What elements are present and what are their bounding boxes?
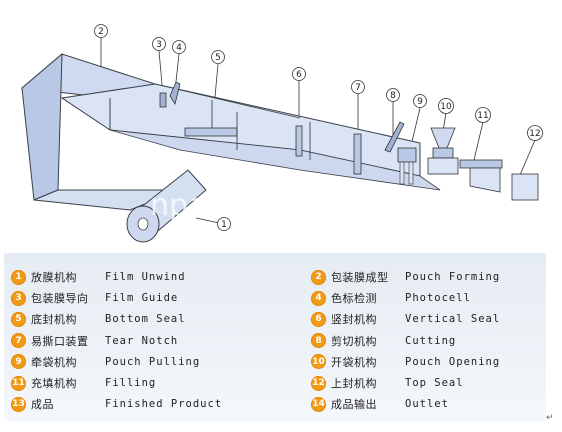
- number-badge: 3: [11, 290, 26, 306]
- film-roll: [126, 169, 207, 243]
- callout-3: 3: [152, 37, 166, 51]
- legend-cn-label: 包装膜成型: [331, 271, 389, 284]
- legend-item-12: 12 上封机构 Top Seal: [311, 374, 464, 392]
- top-seal: [459, 159, 503, 169]
- legend-item-6: 6 竖封机构 Vertical Seal: [311, 310, 500, 328]
- callout-number: 2: [98, 27, 104, 37]
- legend-en-label: Photocell: [405, 292, 471, 305]
- legend-item-4: 4 色标检测 Photocell: [311, 289, 471, 307]
- photocell: [169, 81, 181, 106]
- callout-number: 7: [355, 83, 361, 93]
- legend-cn-label: 易撕口装置: [31, 334, 89, 348]
- callout-11: 11: [475, 107, 491, 123]
- legend-cn-label: 成品输出: [331, 398, 377, 412]
- legend-en-label: Outlet: [405, 398, 449, 411]
- legend-cn-label: 包装膜导向: [31, 292, 89, 306]
- number-badge: 12: [311, 375, 326, 391]
- vertical-seal: [295, 125, 303, 157]
- callout-4: 4: [172, 40, 186, 54]
- number-badge: 9: [11, 354, 26, 370]
- legend-item-10: 10 开袋机构 Pouch Opening: [311, 353, 500, 371]
- callout-2: 2: [94, 24, 108, 38]
- legend-item-13: 13 成品 Finished Product: [11, 395, 222, 413]
- watermark: npack.en.alibaba.com: [150, 188, 480, 223]
- legend-en-label: Finished Product: [105, 398, 223, 411]
- legend-cn-label: 充填机构: [31, 377, 77, 390]
- callout-8: 8: [386, 88, 400, 102]
- number-badge: 10: [311, 354, 326, 370]
- legend-en-label: Tear Notch: [105, 334, 179, 347]
- legend-cn-label: 成品: [31, 398, 54, 412]
- number-badge: 7: [11, 333, 26, 349]
- callout-number: 8: [390, 91, 396, 101]
- number-badge: 13: [11, 396, 26, 412]
- pouch-pulling: [397, 147, 417, 163]
- legend-en-label: Cutting: [405, 334, 457, 347]
- legend-item-5: 5 底封机构 Bottom Seal: [11, 310, 186, 328]
- tear-notch: [353, 133, 362, 175]
- legend-cn-label: 开袋机构: [331, 355, 377, 369]
- callout-12: 12: [527, 125, 543, 141]
- legend-item-7: 7 易撕口装置 Tear Notch: [11, 332, 178, 350]
- callout-number: 10: [440, 102, 452, 112]
- number-badge: 4: [311, 290, 326, 306]
- film-guide: [159, 92, 167, 108]
- legend-cn-label: 底封机构: [31, 313, 77, 327]
- legend-cn-label: 放膜机构: [31, 271, 77, 284]
- filling-hopper: [430, 127, 456, 149]
- legend-en-label: Film Guide: [105, 292, 179, 305]
- legend-cn-label: 牵袋机构: [31, 355, 77, 369]
- callout-6: 6: [292, 67, 306, 81]
- cutting-blade: [384, 121, 405, 153]
- legend-en-label: Pouch Forming: [405, 271, 501, 283]
- legend-en-label: Filling: [105, 377, 157, 389]
- legend-cn-label: 上封机构: [331, 377, 377, 390]
- legend-cn-label: 色标检测: [331, 292, 377, 306]
- return-mark: ↵: [546, 413, 554, 423]
- legend-item-3: 3 包装膜导向 Film Guide: [11, 289, 178, 307]
- callout-number: 4: [176, 43, 182, 53]
- forming-frame-side: [21, 52, 63, 201]
- callout-1: 1: [217, 217, 231, 231]
- legend-item-1: 1 放膜机构 Film Unwind: [11, 268, 186, 286]
- number-badge: 6: [311, 311, 326, 327]
- number-badge: 5: [11, 311, 26, 327]
- callout-10: 10: [438, 98, 454, 114]
- legend-item-2: 2 包装膜成型 Pouch Forming: [311, 268, 500, 286]
- legend-en-label: Vertical Seal: [405, 313, 501, 326]
- callout-number: 9: [417, 97, 423, 107]
- number-badge: 11: [11, 375, 26, 391]
- callout-5: 5: [211, 50, 225, 64]
- callout-number: 5: [215, 53, 221, 63]
- legend-item-8: 8 剪切机构 Cutting: [311, 332, 456, 350]
- legend-cn-label: 剪切机构: [331, 334, 377, 348]
- legend-item-14: 14 成品输出 Outlet: [311, 395, 449, 413]
- legend-panel: 1 放膜机构 Film Unwind 2 包装膜成型 Pouch Forming 3 包装膜导…: [4, 253, 546, 421]
- legend-en-label: Film Unwind: [105, 271, 186, 283]
- callout-7: 7: [351, 80, 365, 94]
- number-badge: 8: [311, 333, 326, 349]
- number-badge: 14: [311, 396, 326, 412]
- legend-en-label: Pouch Opening: [405, 355, 501, 368]
- legend-en-label: Pouch Pulling: [105, 355, 201, 368]
- legend-en-label: Top Seal: [405, 377, 464, 389]
- legend-item-11: 11 充填机构 Filling: [11, 374, 156, 392]
- callout-number: 3: [156, 40, 162, 50]
- number-badge: 2: [311, 269, 326, 285]
- bottom-seal: [184, 127, 238, 137]
- number-badge: 1: [11, 269, 26, 285]
- legend-cn-label: 竖封机构: [331, 313, 377, 327]
- callout-number: 12: [529, 129, 540, 139]
- callout-number: 6: [296, 70, 302, 80]
- callout-9: 9: [413, 94, 427, 108]
- finished-pouch: [511, 173, 539, 201]
- film-band: [60, 83, 421, 177]
- legend-item-9: 9 牵袋机构 Pouch Pulling: [11, 353, 200, 371]
- callout-number: 11: [477, 111, 488, 121]
- callout-number: 1: [221, 220, 227, 230]
- legend-en-label: Bottom Seal: [105, 313, 186, 326]
